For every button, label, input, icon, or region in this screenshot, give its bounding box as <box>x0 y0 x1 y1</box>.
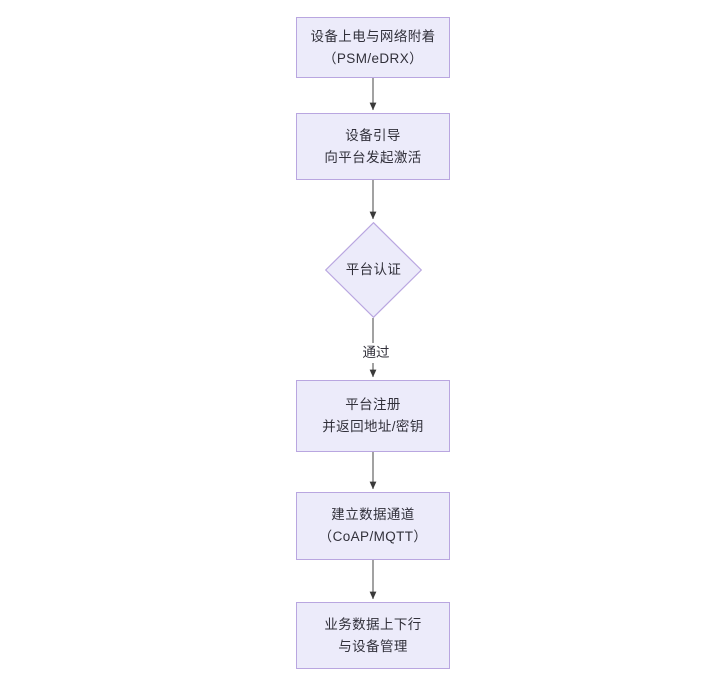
flow-node-device-power-on[interactable]: 设备上电与网络附着 （PSM/eDRX） <box>296 17 450 78</box>
node-label-line: 向平台发起激活 <box>324 149 422 165</box>
node-label-line: 平台认证 <box>345 262 402 277</box>
diamond-shape <box>325 222 422 318</box>
flow-node-device-bootstrap[interactable]: 设备引导 向平台发起激活 <box>296 113 450 180</box>
node-label-line: 设备上电与网络附着 <box>310 28 436 44</box>
node-label-line: 与设备管理 <box>338 638 408 654</box>
node-label-line: （CoAP/MQTT） <box>318 529 428 544</box>
node-label-line: 业务数据上下行 <box>324 616 422 632</box>
flow-node-business-data[interactable]: 业务数据上下行 与设备管理 <box>296 602 450 669</box>
node-label-line: 并返回地址/密钥 <box>322 419 424 434</box>
flow-node-data-channel[interactable]: 建立数据通道 （CoAP/MQTT） <box>296 492 450 560</box>
flow-node-platform-auth-decision[interactable]: 平台认证 <box>325 222 422 318</box>
node-label-line: 设备引导 <box>345 127 401 143</box>
node-label-line: 建立数据通道 <box>331 507 415 522</box>
flow-node-platform-registration[interactable]: 平台注册 并返回地址/密钥 <box>296 380 450 452</box>
node-label-line: （PSM/eDRX） <box>322 50 424 66</box>
node-label-line: 平台注册 <box>345 397 401 412</box>
edge-label-pass: 通过 <box>350 343 402 363</box>
